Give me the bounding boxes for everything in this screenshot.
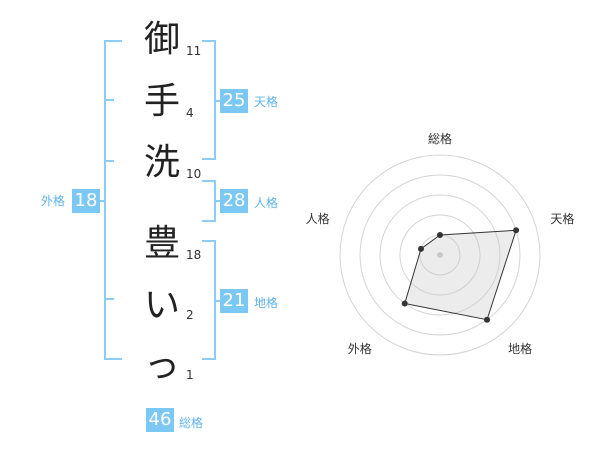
soukaku-label: 総格 [179, 416, 204, 430]
radar-ring-3 [379, 194, 501, 316]
name-char-1: 御 [143, 19, 180, 60]
radar-point-1 [513, 227, 520, 234]
name-char-6: っ [143, 345, 180, 386]
radar-point-0 [437, 232, 443, 238]
tenkaku-label: 天格 [254, 95, 279, 109]
name-char-3: 洗 [143, 142, 180, 183]
radar-axis-label-3: 外格 [348, 341, 372, 356]
radar-point-3 [401, 300, 408, 307]
stroke-count-2: 4 [186, 106, 194, 120]
radar-axis-label-1: 天格 [550, 211, 574, 226]
stroke-count-4: 18 [186, 248, 202, 262]
gaikaku-bracket-mid [97, 200, 106, 202]
tenkaku-bracket-mid [214, 100, 222, 102]
gaikaku-box: 18 [72, 189, 100, 213]
radar-point-4 [417, 245, 424, 252]
radar-ring-2 [399, 214, 481, 296]
chikaku-box: 21 [220, 289, 248, 313]
radar-center [437, 252, 443, 258]
jinkaku-bracket-mid [214, 200, 222, 202]
radar-polygon [404, 229, 517, 321]
tenkaku-box: 25 [220, 89, 248, 113]
stroke-count-5: 2 [186, 308, 194, 322]
jinkaku-label: 人格 [254, 196, 279, 210]
soukaku-box: 46 [146, 408, 174, 432]
gaikaku-bracket [104, 40, 122, 360]
radar-axis-label-4: 人格 [306, 211, 330, 226]
gaikaku-bracket-tick-2 [104, 160, 114, 162]
radar-axis-label-2: 地格 [508, 341, 532, 356]
name-char-2: 手 [143, 81, 180, 122]
gaikaku-bracket-tick-1 [104, 99, 114, 101]
radar-ring-4 [359, 174, 521, 336]
gaikaku-label: 外格 [41, 194, 66, 208]
chikaku-bracket-mid [214, 300, 222, 302]
name-char-5: い [143, 285, 180, 326]
name-char-4: 豊 [143, 223, 180, 264]
stroke-count-6: 1 [186, 368, 194, 382]
radar-point-2 [484, 316, 491, 323]
stroke-count-3: 10 [186, 167, 202, 181]
stroke-count-1: 11 [186, 44, 202, 58]
chikaku-label: 地格 [254, 296, 279, 310]
gaikaku-bracket-tick-3 [104, 298, 114, 300]
jinkaku-box: 28 [220, 189, 248, 213]
radar-axis-label-0: 総格 [428, 131, 452, 146]
